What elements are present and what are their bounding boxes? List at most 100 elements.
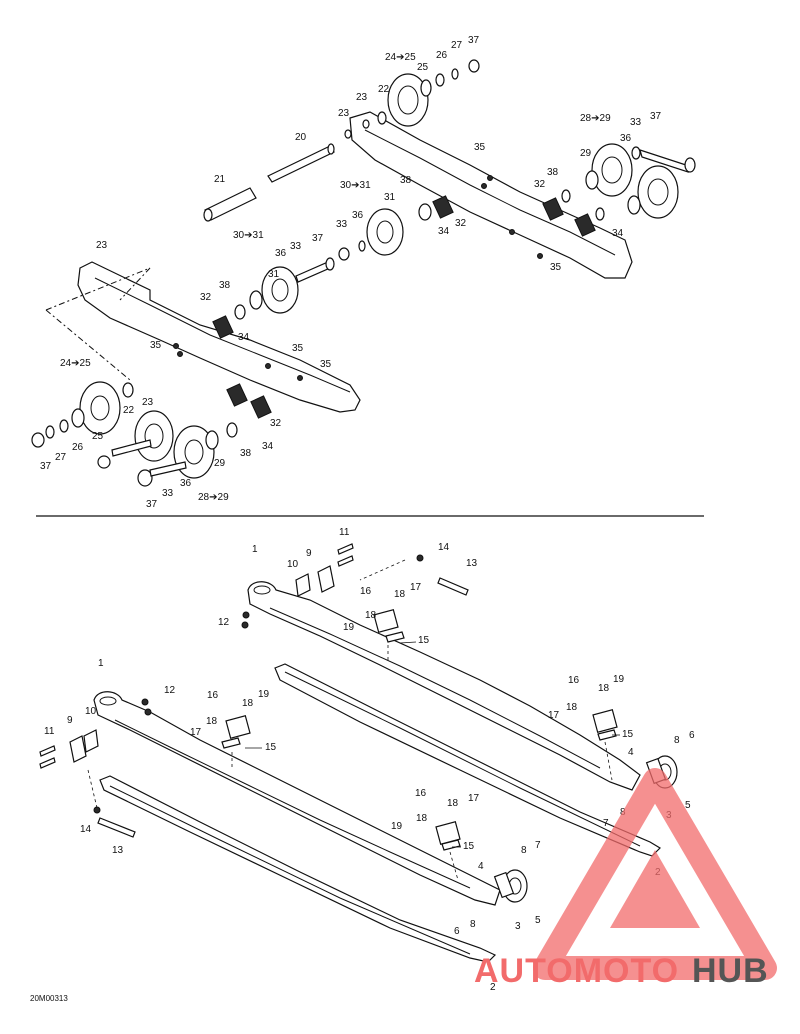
callout-label: 5	[535, 915, 541, 926]
callout-label: 15	[418, 635, 430, 646]
callout-label: 13	[112, 845, 124, 856]
callout-label: 22	[378, 84, 390, 95]
callout-label: 23	[356, 92, 368, 103]
callout-label: 18	[598, 683, 610, 694]
callout-label: 36	[620, 133, 632, 144]
callout-label: 12	[218, 617, 230, 628]
callout-label: 10	[287, 559, 299, 570]
callout-label: 11	[339, 527, 350, 538]
callout-label: 38	[547, 167, 559, 178]
callout-label: 37	[468, 35, 480, 46]
callout-label: 17	[548, 710, 560, 721]
callout-label: 9	[306, 548, 312, 559]
callout-label: 34	[262, 441, 274, 452]
idler-wheel-top	[344, 59, 480, 139]
callout-label: 38	[240, 448, 252, 459]
callout-label: 8	[674, 735, 680, 746]
callout-label: 23	[338, 108, 350, 119]
callout-label: 18	[394, 589, 406, 600]
callout-label: 35	[292, 343, 304, 354]
callout-label: 17	[468, 793, 480, 804]
callout-label: 19	[258, 689, 270, 700]
callout-label: 16	[568, 675, 580, 686]
callout-label: 6	[454, 926, 460, 937]
callout-label: 24➔25	[60, 358, 91, 369]
shaft-21	[204, 187, 257, 221]
callout-label: 38	[219, 280, 231, 291]
idler-wheels-right	[481, 143, 696, 259]
watermark-text-gray: HUB	[692, 952, 769, 990]
callout-label: 35	[320, 359, 332, 370]
callout-label: 7	[535, 840, 541, 851]
callout-label: 18	[566, 702, 578, 713]
callout-label: 23	[96, 240, 108, 251]
callout-label: 16	[415, 788, 427, 799]
callout-label: 34	[612, 228, 624, 239]
callout-label: 31	[384, 192, 396, 203]
callout-label: 25	[417, 62, 429, 73]
idler-wheel-left	[173, 257, 335, 381]
callout-label: 21	[214, 174, 226, 185]
callout-label: 32	[200, 292, 212, 303]
callout-label: 27	[451, 40, 463, 51]
callout-label: 36	[275, 248, 287, 259]
callout-label: 8	[521, 845, 527, 856]
callout-label: 30➔31	[233, 230, 264, 241]
callout-label: 34	[238, 332, 250, 343]
watermark-text-red: AUTOMOTO	[474, 952, 679, 990]
callout-label: 19	[613, 674, 625, 685]
callout-label: 18	[206, 716, 218, 727]
callout-label: 28➔29	[580, 113, 611, 124]
callout-label: 5	[685, 800, 691, 811]
callout-label: 17	[190, 727, 202, 738]
callout-label: 33	[290, 241, 302, 252]
callout-label: 16	[360, 586, 372, 597]
callout-label: 23	[142, 397, 154, 408]
callout-label: 26	[436, 50, 448, 61]
callout-label: 35	[150, 340, 162, 351]
callout-label: 17	[410, 582, 422, 593]
callout-label: 13	[466, 558, 478, 569]
callout-label: 4	[628, 747, 634, 758]
callout-label: 8	[470, 919, 476, 930]
callout-label: 19	[343, 622, 355, 633]
rail-1-lower	[93, 691, 501, 906]
callout-label: 9	[67, 715, 73, 726]
figure-code: 20M00313	[30, 994, 68, 1003]
callout-label: 26	[72, 442, 84, 453]
callout-label: 37	[40, 461, 52, 472]
callout-label: 37	[650, 111, 662, 122]
slider-2-lower	[99, 775, 497, 963]
slide-rail-beam	[77, 261, 361, 413]
callout-label: 36	[352, 210, 364, 221]
callout-label: 29	[580, 148, 592, 159]
callout-label: 28➔29	[198, 492, 229, 503]
upper-rail-assembly	[31, 59, 696, 487]
callout-label: 37	[312, 233, 324, 244]
callout-label: 37	[146, 499, 158, 510]
callout-label: 32	[270, 418, 282, 429]
callout-label: 15	[463, 841, 475, 852]
rail-1-upper	[247, 581, 641, 791]
callout-label: 1	[252, 544, 258, 555]
callout-label: 35	[550, 262, 562, 273]
callout-label: 30➔31	[340, 180, 371, 191]
callout-label: 18	[416, 813, 428, 824]
callout-label: 3	[515, 921, 521, 932]
callout-label: 20	[295, 132, 307, 143]
watermark-triangle	[533, 768, 777, 980]
callout-label: 1	[98, 658, 104, 669]
callout-label: 7	[603, 818, 609, 829]
callout-label: 15	[265, 742, 277, 753]
lower-rail-assembly	[39, 543, 678, 963]
callout-label: 35	[474, 142, 486, 153]
idler-wheels-lower-left	[31, 381, 272, 487]
shaft-20	[267, 145, 335, 183]
callout-label: 12	[164, 685, 176, 696]
callout-label: 19	[391, 821, 403, 832]
callout-label: 38	[400, 175, 412, 186]
callout-label: 32	[455, 218, 467, 229]
callout-label: 27	[55, 452, 67, 463]
callout-label: 33	[630, 117, 642, 128]
